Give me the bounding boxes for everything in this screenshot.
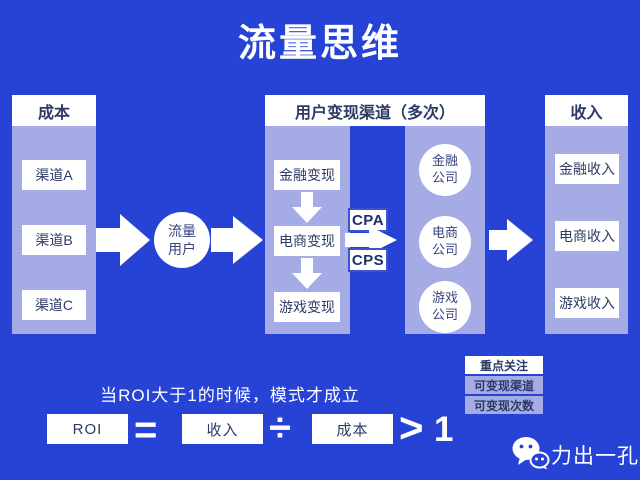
channel-c-box: 渠道C — [22, 290, 86, 320]
finance-company-circle: 金融 公司 — [419, 144, 471, 196]
divide-sign: ÷ — [269, 406, 291, 450]
game-income-box: 游戏收入 — [555, 288, 619, 318]
cost-formula-box: 成本 — [312, 414, 393, 444]
game-company-circle: 游戏 公司 — [419, 281, 471, 333]
ecommerce-company-circle: 电商 公司 — [419, 216, 471, 268]
ecommerce-company-line1: 电商 — [431, 225, 458, 241]
greater-than-sign: > — [399, 404, 424, 451]
arrow-right-company-to-income — [489, 219, 533, 261]
traffic-users-line2: 用户 — [168, 241, 196, 257]
finance-company-line1: 金融 — [431, 153, 458, 169]
roi-box: ROI — [47, 414, 128, 444]
arrow-down-ecommerce-to-game — [292, 258, 322, 289]
ecommerce-company-line2: 公司 — [431, 242, 458, 257]
arrow-down-finance-to-ecommerce — [292, 192, 322, 223]
game-company-line2: 公司 — [431, 307, 458, 322]
arrow-right-cost-to-traffic — [96, 214, 150, 266]
finance-monetize-box: 金融变现 — [274, 160, 340, 190]
arrow-right-traffic-to-monetize — [211, 216, 263, 264]
one-value: 1 — [434, 410, 454, 449]
ecommerce-income-box: 电商收入 — [555, 221, 619, 251]
finance-company-line2: 公司 — [431, 170, 458, 185]
ecommerce-monetize-box: 电商变现 — [274, 226, 340, 256]
roi-caption: 当ROI大于1的时候，模式才成立 — [100, 386, 360, 405]
cost-column-header: 成本 — [12, 95, 96, 126]
channel-a-box: 渠道A — [22, 160, 86, 190]
income-formula-box: 收入 — [182, 414, 263, 444]
equals-sign: = — [134, 408, 158, 452]
page-title: 流量思维 — [237, 23, 402, 65]
traffic-users-circle: 流量 用户 — [154, 212, 210, 268]
monetize-column-header: 用户变现渠道（多次） — [265, 95, 485, 126]
game-monetize-box: 游戏变现 — [274, 292, 340, 322]
brand-name: 力出一孔 — [551, 445, 639, 468]
traffic-users-line1: 流量 — [168, 222, 196, 239]
focus-item-channels: 可变现渠道 — [465, 376, 543, 394]
focus-item-times: 可变现次数 — [465, 396, 543, 414]
channel-b-box: 渠道B — [22, 225, 86, 255]
cps-label: CPS — [348, 248, 388, 272]
income-column-header: 收入 — [545, 95, 628, 126]
game-company-line1: 游戏 — [431, 290, 458, 306]
focus-panel-header: 重点关注 — [465, 356, 543, 374]
wechat-icon — [512, 436, 550, 470]
finance-income-box: 金融收入 — [555, 154, 619, 184]
